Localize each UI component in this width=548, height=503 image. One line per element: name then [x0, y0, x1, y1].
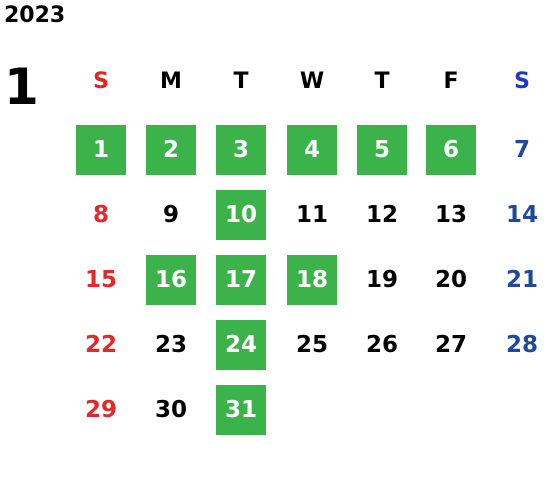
- weekday-wednesday: W: [299, 68, 325, 94]
- weekday-monday: M: [160, 68, 182, 94]
- calendar-day: 27: [434, 332, 467, 358]
- calendar-day: 15: [84, 267, 117, 293]
- calendar-day: 6: [426, 125, 476, 175]
- calendar-day: 22: [84, 332, 117, 358]
- calendar-day: 17: [216, 255, 266, 305]
- calendar-day: 21: [505, 267, 538, 293]
- calendar-day: 28: [505, 332, 538, 358]
- calendar-day: 25: [295, 332, 328, 358]
- weekday-header: S M T W T F S: [0, 56, 548, 106]
- calendar-day: 30: [154, 397, 187, 423]
- weekday-thursday: T: [374, 68, 390, 94]
- calendar-day: 18: [287, 255, 337, 305]
- calendar-day: 29: [84, 397, 117, 423]
- calendar-day: 20: [434, 267, 467, 293]
- calendar-day: 1: [76, 125, 126, 175]
- weekday-saturday: S: [514, 68, 530, 94]
- calendar-day: 12: [365, 202, 398, 228]
- calendar-day: 16: [146, 255, 196, 305]
- month-number: 1: [4, 58, 39, 116]
- weekday-sunday: S: [93, 68, 109, 94]
- weekday-tuesday: T: [233, 68, 249, 94]
- calendar-day: 26: [365, 332, 398, 358]
- calendar-day: 9: [162, 202, 179, 228]
- calendar-day: 13: [434, 202, 467, 228]
- calendar-day: 5: [357, 125, 407, 175]
- calendar-day: 11: [295, 202, 328, 228]
- year-label: 2023: [4, 3, 66, 28]
- calendar-day: 31: [216, 385, 266, 435]
- calendar-day: 3: [216, 125, 266, 175]
- calendar-day: 23: [154, 332, 187, 358]
- calendar-day: 24: [216, 320, 266, 370]
- calendar-day: 14: [505, 202, 538, 228]
- calendar-day: 8: [92, 202, 109, 228]
- calendar-day: 4: [287, 125, 337, 175]
- weekday-friday: F: [443, 68, 459, 94]
- calendar-day: 7: [513, 137, 530, 163]
- calendar-day: 10: [216, 190, 266, 240]
- calendar-day: 19: [365, 267, 398, 293]
- calendar-day: 2: [146, 125, 196, 175]
